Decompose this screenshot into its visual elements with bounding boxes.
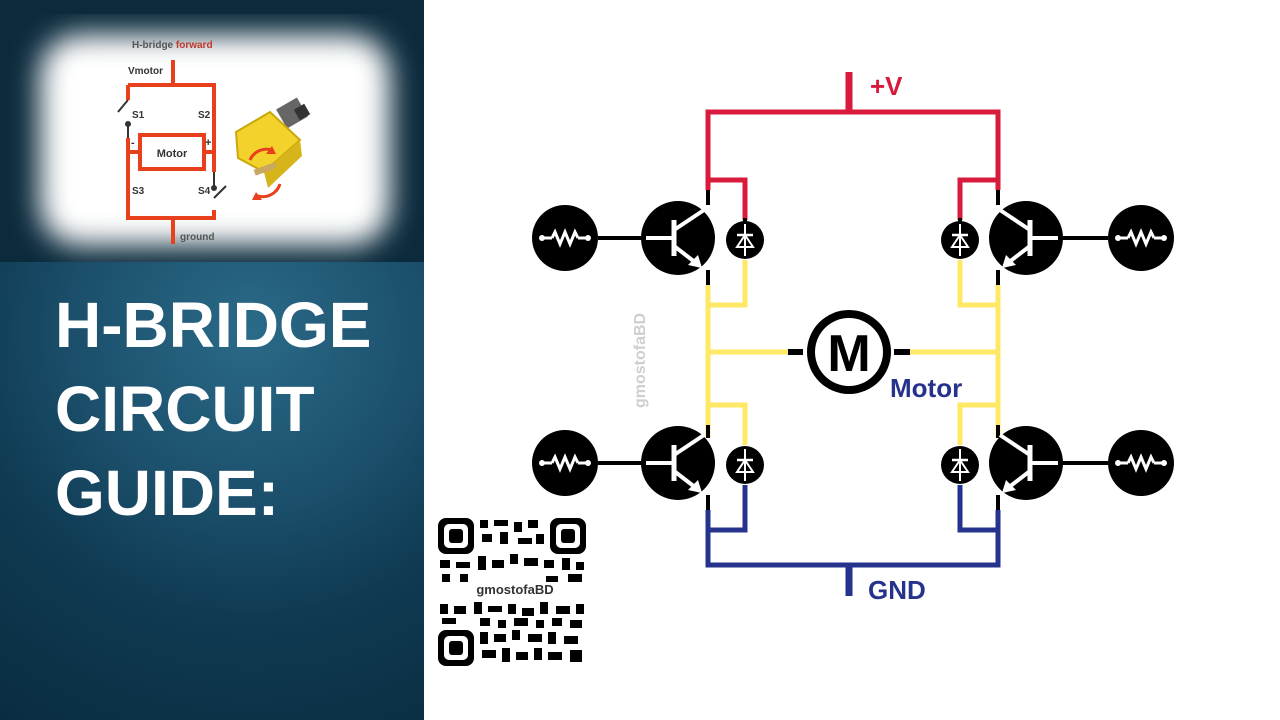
transistor-icon: [641, 426, 715, 500]
page-title: H-BRIDGE CIRCUIT GUIDE:: [55, 283, 371, 535]
svg-text:H-bridge forward: H-bridge forward: [132, 40, 213, 51]
mini-plus: +: [205, 137, 211, 149]
mini-s3: S3: [132, 186, 145, 197]
positive-voltage-label: +V: [870, 71, 903, 101]
ground-label: GND: [868, 575, 926, 605]
resistor-icon: [530, 203, 600, 273]
resistor-icon: [1106, 428, 1176, 498]
mini-title: H-bridge: [132, 40, 174, 51]
qr-code: [438, 518, 586, 666]
resistor-icon: [530, 428, 600, 498]
title-line-3: GUIDE:: [55, 457, 279, 529]
mini-h-bridge-diagram: H-bridge forward Vmotor Motor S1 S2: [0, 0, 424, 262]
mini-minus: -: [131, 137, 135, 149]
transistor-icon: [641, 201, 715, 275]
qr-label: gmostofaBD: [465, 582, 565, 598]
h-bridge-diagram: M +V GND Motor gmostofaBD: [530, 71, 1176, 605]
motor-node-wires: [705, 260, 1001, 445]
mini-s1: S1: [132, 110, 145, 121]
mini-vmotor-label: Vmotor: [128, 66, 163, 77]
motor-label: Motor: [890, 373, 962, 403]
resistor-icon: [1106, 203, 1176, 273]
title-line-1: H-BRIDGE: [55, 289, 372, 361]
left-panel: H-bridge forward Vmotor Motor S1 S2: [0, 0, 424, 720]
motor-symbol: M: [788, 310, 910, 394]
mini-motor-label: Motor: [157, 148, 188, 160]
transistor-icon: [989, 426, 1063, 500]
gear-motor-icon: [234, 97, 311, 200]
diode-icon: [939, 219, 981, 261]
watermark: gmostofaBD: [632, 313, 649, 408]
motor-symbol-letter: M: [827, 325, 870, 383]
title-line-2: CIRCUIT: [55, 373, 315, 445]
diode-icon: [724, 219, 766, 261]
mini-ground-label: ground: [180, 232, 214, 243]
transistor-icon: [989, 201, 1063, 275]
mini-s4: S4: [198, 186, 211, 197]
mini-title-forward: forward: [176, 40, 213, 51]
diode-icon: [724, 444, 766, 486]
base-wires: [598, 190, 1108, 510]
mini-red-wires: [126, 60, 216, 244]
positive-supply-wires: [705, 72, 1001, 220]
ground-wires: [705, 485, 1001, 596]
mini-switches: [117, 99, 227, 199]
diode-icon: [939, 444, 981, 486]
mini-s2: S2: [198, 110, 211, 121]
